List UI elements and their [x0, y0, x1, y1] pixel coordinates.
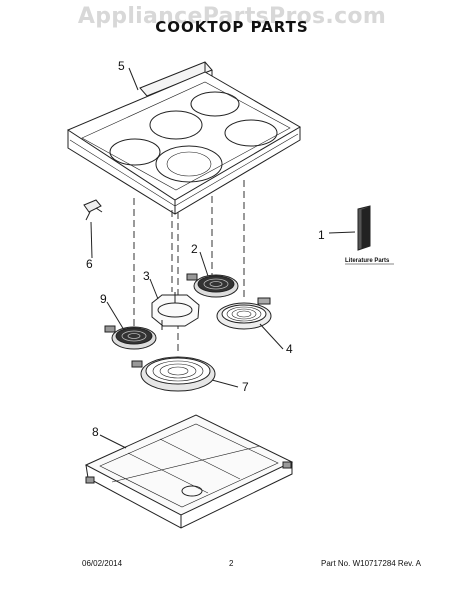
callout-4: 4 [286, 342, 293, 356]
callout-8: 8 [92, 425, 99, 439]
watermark: AppliancePartsPros.com [77, 4, 387, 29]
leader-lines [90, 67, 356, 449]
callout-2: 2 [191, 242, 198, 256]
callout-3: 3 [143, 269, 150, 283]
part-9-small-element [104, 325, 157, 350]
part-3-insulation-ring [151, 292, 200, 330]
footer-part-number: Part No. W10717284 Rev. A [321, 559, 421, 568]
literature-parts-label: Literature Parts [345, 258, 390, 264]
callout-7: 7 [242, 380, 249, 394]
page-title: COOKTOP PARTS [155, 18, 309, 36]
callout-5: 5 [118, 59, 125, 73]
cooktop-glass-assembly [66, 61, 301, 215]
part-4-large-element [216, 297, 272, 330]
callout-9: 9 [100, 292, 107, 306]
footer-page-number: 2 [229, 559, 234, 568]
callout-1: 1 [318, 228, 325, 242]
callout-6: 6 [86, 257, 93, 271]
part-7-dual-element [131, 356, 216, 392]
footer-date: 06/02/2014 [82, 559, 123, 568]
part-8-support-frame [84, 414, 294, 529]
alignment-lines [133, 180, 245, 355]
part-1-literature-booklet [357, 205, 371, 251]
part-2-small-element [186, 273, 239, 298]
part-6-clip [83, 199, 103, 221]
